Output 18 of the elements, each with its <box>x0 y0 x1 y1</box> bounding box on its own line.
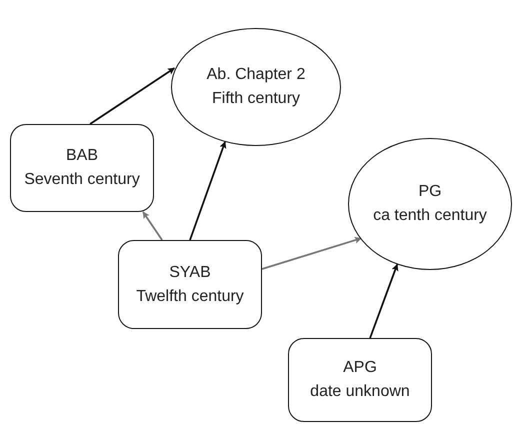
node-title: Ab. Chapter 2 <box>206 66 306 84</box>
node-title: SYAB <box>169 264 211 282</box>
node-title: PG <box>418 183 442 201</box>
arrow <box>262 236 362 270</box>
rounded-box <box>10 124 154 212</box>
rounded-box <box>288 338 432 422</box>
node-date: Seventh century <box>24 171 140 189</box>
node-title: BAB <box>66 147 98 165</box>
node-title: APG <box>343 359 377 377</box>
rounded-box <box>118 240 262 329</box>
node-date: ca tenth century <box>373 207 487 225</box>
arrow <box>189 141 226 240</box>
node-date: Twelfth century <box>136 288 244 306</box>
arrow <box>90 67 175 125</box>
arrow <box>142 211 163 240</box>
arrow <box>369 264 398 338</box>
node-date: Fifth century <box>212 90 300 108</box>
node-date: date unknown <box>310 383 410 401</box>
